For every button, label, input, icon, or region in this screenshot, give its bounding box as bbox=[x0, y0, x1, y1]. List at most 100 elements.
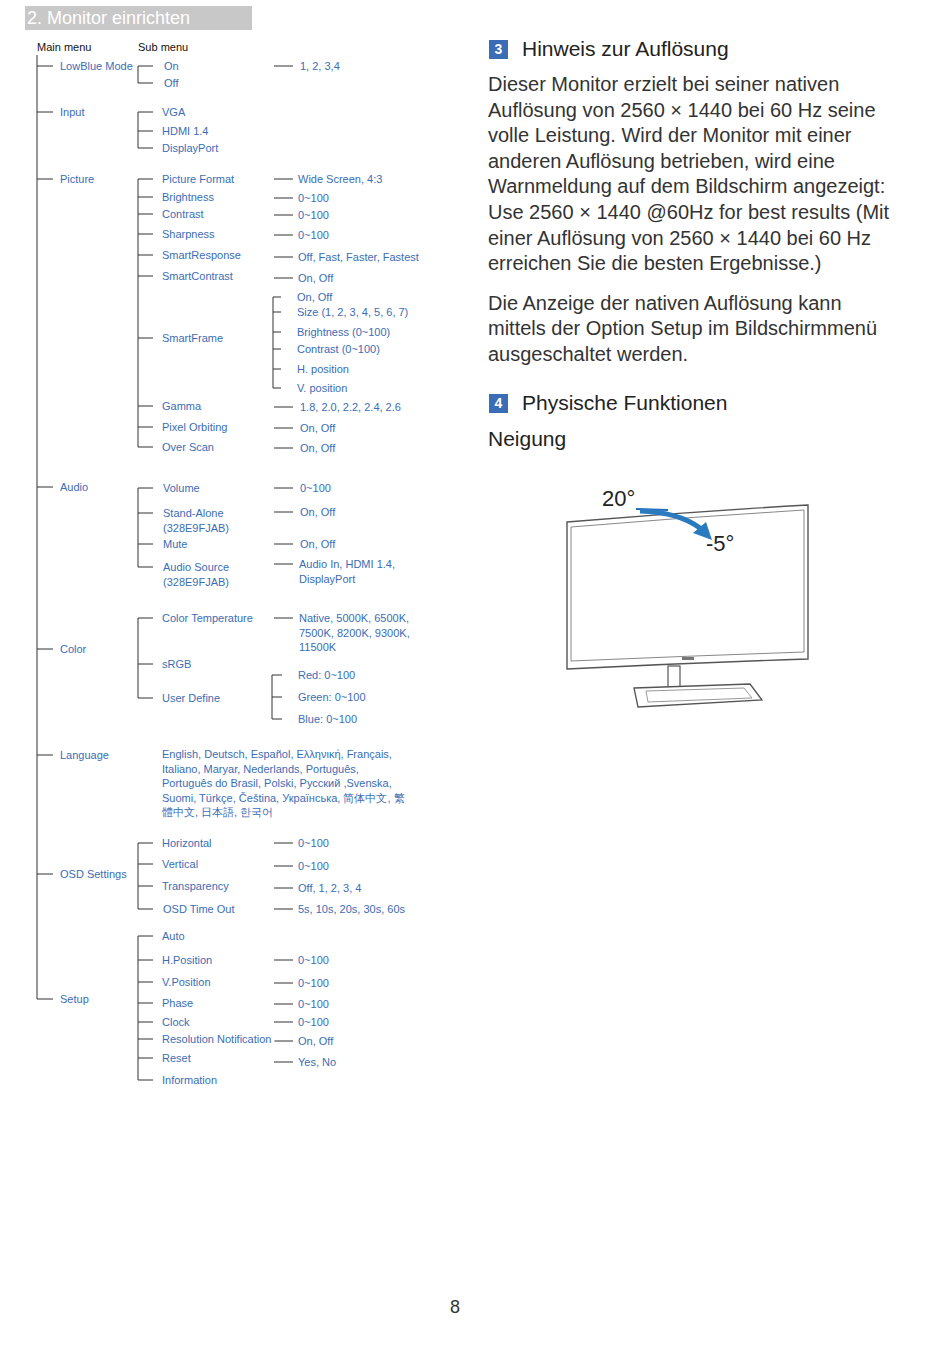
sub-menu-item: HDMI 1.4 bbox=[162, 124, 208, 139]
main-menu-item: OSD Settings bbox=[60, 867, 127, 882]
tree-line bbox=[274, 407, 293, 408]
tree-line bbox=[37, 999, 53, 1000]
option-value: Native, 5000K, 6500K, 7500K, 8200K, 9300… bbox=[299, 611, 421, 655]
option-value: Green: 0~100 bbox=[298, 690, 366, 705]
tree-line bbox=[274, 888, 293, 889]
tree-line bbox=[138, 83, 153, 84]
sub-menu-item: SmartResponse bbox=[162, 248, 241, 263]
monitor-drawing bbox=[567, 505, 808, 707]
tree-line bbox=[37, 755, 53, 756]
tree-line bbox=[37, 874, 53, 875]
sub-menu-item: Audio Source (328E9FJAB) bbox=[163, 560, 245, 589]
tree-line bbox=[138, 982, 153, 983]
option-value: 0~100 bbox=[298, 228, 329, 243]
tree-line bbox=[273, 332, 281, 333]
tree-line bbox=[138, 148, 153, 149]
option-value: 0~100 bbox=[298, 976, 329, 991]
tree-line bbox=[138, 698, 153, 699]
column-header: Main menu bbox=[37, 40, 91, 55]
sub-menu-item: Picture Format bbox=[162, 172, 234, 187]
tree-line bbox=[274, 235, 293, 236]
stand-base-inner bbox=[646, 688, 752, 702]
main-menu-item: Audio bbox=[60, 480, 88, 495]
section-number: 4 bbox=[495, 395, 503, 411]
section-number: 3 bbox=[495, 41, 503, 57]
main-menu-item: Language bbox=[60, 748, 109, 763]
tree-line bbox=[138, 338, 153, 339]
tree-line bbox=[274, 512, 293, 513]
option-value: Off, Fast, Faster, Fastest bbox=[298, 250, 419, 265]
stand-base bbox=[634, 684, 762, 707]
sub-menu-item: Pixel Orbiting bbox=[162, 420, 227, 435]
tilt-arrow bbox=[640, 511, 700, 528]
sub-menu-item: Information bbox=[162, 1073, 217, 1088]
tree-line bbox=[138, 960, 153, 961]
option-value: H. position bbox=[297, 362, 349, 377]
option-value: 1, 2, 3,4 bbox=[300, 59, 340, 74]
option-value: Wide Screen, 4:3 bbox=[298, 172, 382, 187]
tree-line bbox=[274, 1022, 293, 1023]
sub-menu-item: English, Deutsch, Español, Ελληνική, Fra… bbox=[162, 747, 412, 820]
tilt-angle: 20° bbox=[602, 486, 635, 512]
option-value: On, Off bbox=[300, 505, 335, 520]
sub-menu-item: Contrast bbox=[162, 207, 204, 222]
tree-line bbox=[138, 131, 153, 132]
option-value: On, Off bbox=[300, 441, 335, 456]
sub-menu-item: Volume bbox=[163, 481, 200, 496]
option-value: 1.8, 2.0, 2.2, 2.4, 2.6 bbox=[300, 400, 401, 415]
option-value: 5s, 10s, 20s, 30s, 60s bbox=[298, 902, 405, 917]
option-value: 0~100 bbox=[298, 997, 329, 1012]
sub-menu-item: SmartContrast bbox=[162, 269, 233, 284]
column-header: Sub menu bbox=[138, 40, 188, 55]
tree-line bbox=[274, 448, 293, 449]
tree-line bbox=[274, 544, 293, 545]
option-value: 0~100 bbox=[300, 481, 331, 496]
sub-menu-item: Auto bbox=[162, 929, 185, 944]
tree-line bbox=[273, 369, 281, 370]
tree-line bbox=[37, 487, 53, 488]
main-menu-item: LowBlue Mode bbox=[60, 59, 133, 74]
tree-line bbox=[138, 179, 139, 447]
sub-menu-item: H.Position bbox=[162, 953, 212, 968]
tree-line bbox=[274, 564, 293, 565]
tree-line bbox=[274, 843, 293, 844]
sub-menu-item: On bbox=[164, 59, 179, 74]
body-text: Dieser Monitor erzielt bei seiner native… bbox=[488, 72, 898, 277]
tree-line bbox=[274, 66, 293, 67]
tree-line bbox=[138, 618, 153, 619]
tree-line bbox=[274, 215, 293, 216]
tree-line bbox=[274, 428, 293, 429]
tree-line bbox=[138, 66, 153, 67]
sub-menu-item: Gamma bbox=[162, 399, 201, 414]
tree-line bbox=[138, 234, 153, 235]
sub-menu-item: Clock bbox=[162, 1015, 190, 1030]
section-title-band: 2. Monitor einrichten bbox=[25, 6, 252, 30]
tree-line bbox=[138, 618, 139, 698]
section-heading: Physische Funktionen bbox=[522, 390, 727, 416]
tree-line bbox=[138, 66, 139, 83]
tree-line bbox=[274, 866, 293, 867]
tree-line bbox=[273, 388, 281, 389]
section-number-badge: 4 bbox=[489, 394, 508, 413]
page-number: 8 bbox=[450, 1296, 460, 1318]
option-value: Size (1, 2, 3, 4, 5, 6, 7) bbox=[297, 305, 408, 320]
tree-line bbox=[138, 447, 153, 448]
tree-line bbox=[274, 1062, 293, 1063]
sub-menu-item: Vertical bbox=[162, 857, 198, 872]
tree-line bbox=[138, 112, 139, 148]
tree-line bbox=[274, 257, 293, 258]
option-value: On, Off bbox=[300, 421, 335, 436]
option-value: Off, 1, 2, 3, 4 bbox=[298, 881, 361, 896]
stand-neck bbox=[668, 666, 680, 687]
tree-line bbox=[273, 312, 281, 313]
sub-menu-item: Off bbox=[164, 76, 178, 91]
tree-line bbox=[138, 488, 153, 489]
section-heading: Hinweis zur Auflösung bbox=[522, 36, 729, 62]
tree-line bbox=[138, 276, 153, 277]
sub-menu-item: VGA bbox=[162, 105, 185, 120]
monitor-frame bbox=[567, 505, 808, 669]
sub-menu-item: Mute bbox=[163, 537, 187, 552]
tree-line bbox=[272, 675, 282, 676]
tree-line bbox=[138, 936, 153, 937]
